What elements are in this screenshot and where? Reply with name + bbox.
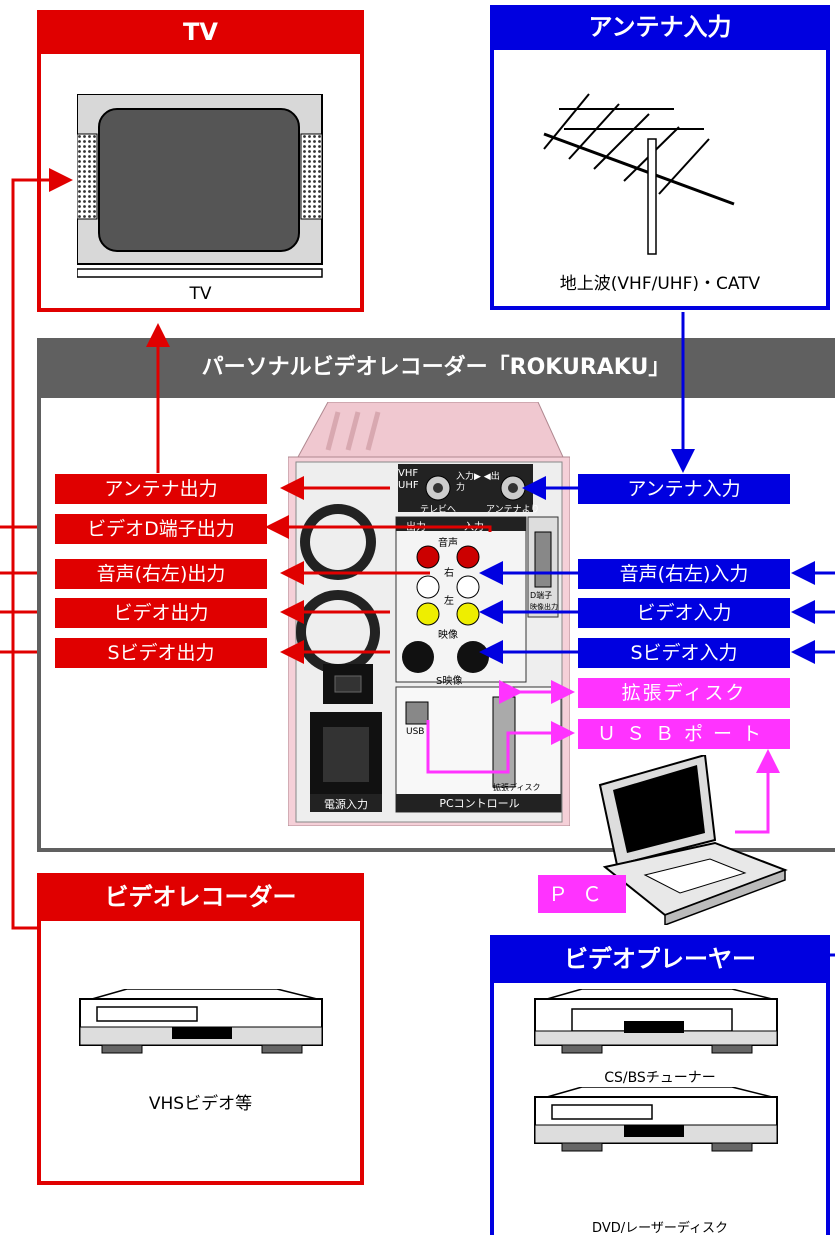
recorder-header: パーソナルビデオレコーダー「ROKURAKU」	[37, 338, 835, 398]
video-player-caption-2: DVD/レーザーディスク	[592, 1221, 728, 1236]
pc-label: ＰＣ	[538, 875, 626, 913]
panel-input-output: 入力▶ ◀出力	[456, 472, 500, 493]
antenna-header: アンテナ入力	[490, 5, 830, 50]
panel-right: 右	[444, 568, 454, 579]
panel-pc-control: PCコントロール	[439, 797, 520, 810]
video-recorder-box: ビデオレコーダー VHSビデオ等	[37, 873, 364, 1185]
antenna-caption: 地上波(VHF/UHF)・CATV	[559, 274, 761, 294]
output-d-terminal: ビデオD端子出力	[55, 514, 267, 544]
output-video: ビデオ出力	[55, 598, 267, 628]
panel-audio: 音声	[438, 538, 458, 549]
video-recorder-caption: VHSビデオ等	[148, 1094, 253, 1114]
panel-vhf-uhf: VHF UHF	[398, 468, 419, 491]
panel-video: 映像	[438, 630, 458, 641]
input-video: ビデオ入力	[578, 598, 790, 628]
video-player-box: ビデオプレーヤー CS/BSチューナー DVD/レーザーディスク	[490, 935, 830, 1236]
panel-left: 左	[444, 596, 454, 607]
output-s-video: Sビデオ出力	[55, 638, 267, 668]
output-audio: 音声(右左)出力	[55, 559, 267, 589]
video-player-caption-1: CS/BSチューナー	[604, 1070, 716, 1086]
panel-d-terminal: D端子	[530, 591, 553, 600]
output-antenna-out: アンテナ出力	[55, 474, 267, 504]
input-s-video: Sビデオ入力	[578, 638, 790, 668]
input-audio: 音声(右左)入力	[578, 559, 790, 589]
laptop-icon	[598, 755, 788, 925]
vhs-deck-icon	[79, 989, 323, 1054]
tv-caption: TV	[189, 284, 212, 304]
panel-to-tv: テレビへ	[420, 505, 457, 515]
tv-box: TV TV	[37, 10, 364, 312]
tv-illustration	[77, 94, 323, 278]
panel-expansion: 拡張ディスク	[493, 783, 541, 792]
panel-from-antenna: アンテナより	[486, 505, 540, 515]
antenna-illustration	[543, 93, 735, 255]
panel-s-video: S映像	[436, 676, 463, 687]
video-recorder-header: ビデオレコーダー	[37, 873, 364, 921]
port-expansion-disk: 拡張ディスク	[578, 678, 790, 708]
video-player-header: ビデオプレーヤー	[490, 935, 830, 983]
cs-bs-tuner-icon	[534, 989, 778, 1054]
dvd-player-icon	[534, 1087, 778, 1152]
tv-header: TV	[37, 10, 364, 54]
panel-power-in: 電源入力	[324, 798, 368, 811]
input-antenna: アンテナ入力	[578, 474, 790, 504]
panel-usb: USB	[406, 727, 425, 737]
recorder-section: パーソナルビデオレコーダー「ROKURAKU」	[37, 338, 835, 852]
port-usb: ＵＳＢポート	[578, 719, 790, 749]
antenna-box: アンテナ入力 地上波(VHF/UHF)・CATV	[490, 5, 830, 310]
panel-d-out: 映像出力	[530, 603, 558, 611]
